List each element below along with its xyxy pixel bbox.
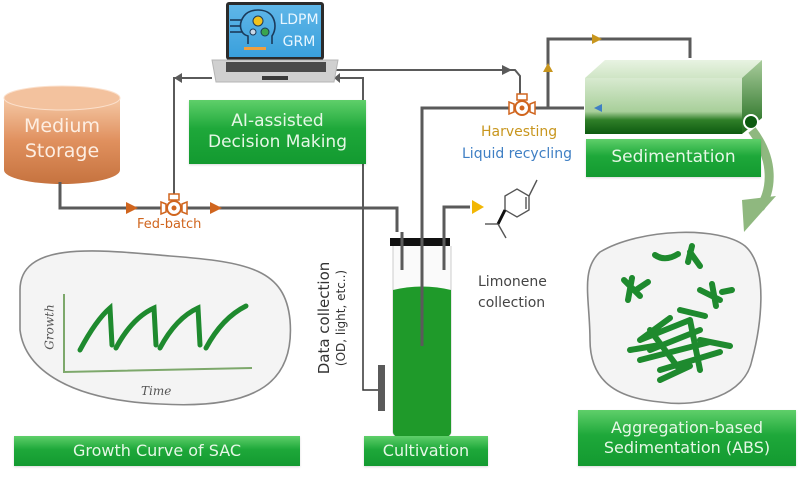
control-line-top [334,69,521,96]
sedimentation-tank [585,60,762,134]
fed-batch-label: Fed-batch [137,217,202,232]
growth-curve-box: Growth Curve of SAC [14,436,300,466]
sedimentation-label: Sedimentation [611,147,736,168]
medium-storage-label: Medium Storage [4,114,120,164]
limonene-line2: collection [478,295,546,311]
fed-batch-valve-icon [160,193,188,216]
recycle-arrow [594,104,602,112]
growth-axes [63,294,253,374]
limonene-line1: Limonene [478,274,547,290]
growth-ylabel: Growth [42,304,57,350]
photobioreactor [390,232,452,444]
limonene-arrow [472,200,484,214]
sensor-wire [362,300,378,391]
data-line [334,77,364,300]
harvest-arrow-up [543,63,553,72]
data-collection-label: Data collection (OD, light, etc..) [315,243,350,393]
medium-storage-tank [3,85,121,184]
growth-curve-label: Growth Curve of SAC [72,441,242,460]
transfer-arrowhead [742,196,776,232]
ai-box-line1: AI-assisted [231,110,324,131]
control-arrow-left [174,73,182,83]
grm-label: GRM [282,34,316,50]
ai-decision-box: AI-assisted Decision Making [189,100,366,164]
sedimentation-box: Sedimentation [586,139,761,177]
growth-xlabel: Time [141,384,172,398]
outlet-circle [743,114,759,130]
feed-arrow-2 [210,202,222,214]
cultivation-label: Cultivation [382,441,470,460]
limonene-molecule-icon [485,179,538,239]
feed-arrow-1 [126,202,138,214]
light-sensor [378,365,385,411]
growth-curve-panel [19,250,292,406]
harvest-arrow-right [592,34,602,44]
limonene-pipe [442,205,470,232]
ai-box-line2: Decision Making [208,132,347,152]
medium-storage-line1: Medium [24,115,100,137]
feed-pipe [58,182,399,232]
growth-sawtooth [77,302,249,353]
laptop-icon [211,2,339,83]
ldpm-label: LDPM [279,12,319,28]
aggregate-cells [621,243,735,383]
limonene-label: Limonene collection [478,272,547,314]
harvest-up-pipe [546,37,692,108]
medium-storage-line2: Storage [24,140,100,162]
ai-head-icon [230,9,276,44]
abs-panel [586,231,762,405]
harvesting-label: Harvesting [481,124,558,140]
control-arrow-right [334,73,340,83]
liquid-recycling-label: Liquid recycling [462,146,572,162]
abs-line2: Sedimentation (ABS) [603,438,771,457]
abs-box: Aggregation-based Sedimentation (ABS) [578,410,796,466]
harvest-valve-icon [508,93,536,116]
cultivation-box: Cultivation [364,436,488,466]
abs-line1: Aggregation-based [610,418,763,437]
laptop-screen-text: LDPM GRM [278,9,320,53]
data-collection-title: Data collection [315,261,333,375]
control-arrow-top [502,65,512,75]
data-collection-sub: (OD, light, etc..) [334,269,348,367]
